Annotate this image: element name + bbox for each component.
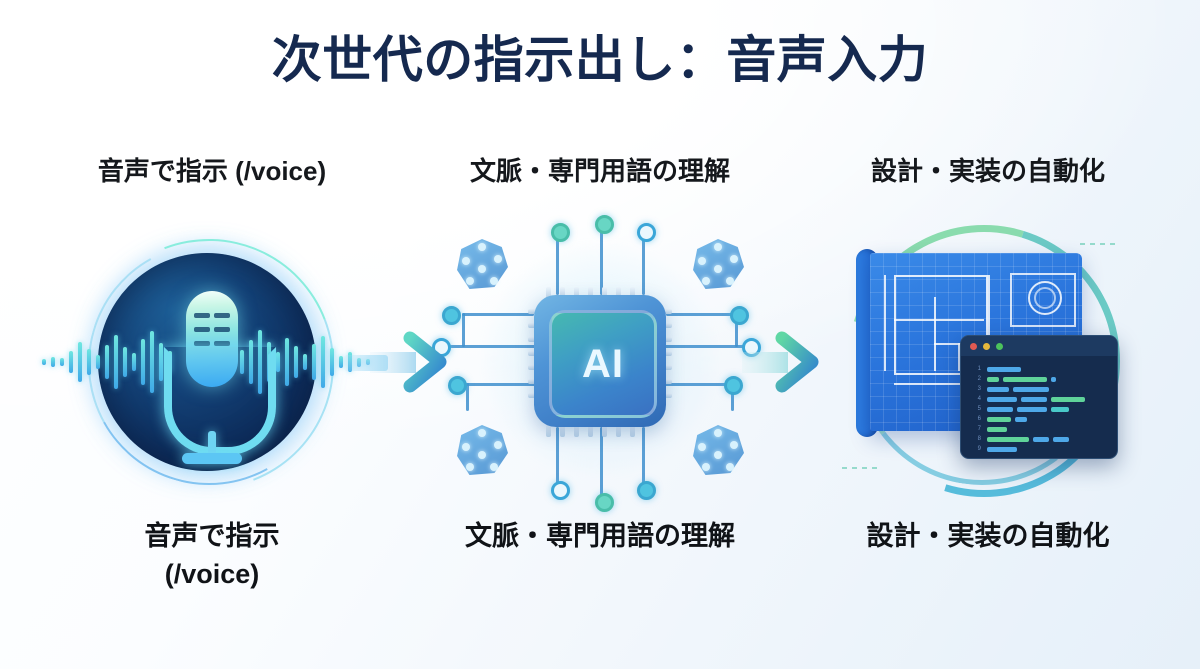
- step-ai-label: 文脈・専門用語の理解: [469, 156, 730, 186]
- step-voice: 音声で指示 (/voice): [36, 155, 388, 625]
- ai-chip-illustration: AI: [424, 215, 776, 512]
- step-voice-caption-line2: (/voice): [164, 559, 260, 590]
- microphone-stand-arc: [164, 347, 276, 455]
- neural-cluster-bottom-left: [452, 421, 512, 479]
- ai-chip-body: AI: [534, 295, 666, 427]
- step-ai-caption-line1: 文脈・専門用語の理解: [465, 521, 735, 551]
- blueprint-circle-inner: [1034, 287, 1056, 309]
- neural-cluster-top-right: [688, 235, 748, 293]
- step-voice-caption: 音声で指示 (/voice): [36, 517, 388, 594]
- floor-plan-outline: [894, 275, 988, 375]
- step-output: 設計・実装の自動化: [800, 155, 1168, 625]
- microphone-base: [182, 453, 242, 464]
- step-output-caption-line1: 設計・実装の自動化: [866, 521, 1110, 551]
- microphone-stem: [208, 431, 216, 457]
- step-ai: 文脈・専門用語の理解: [424, 155, 776, 625]
- neural-cluster-top-left: [452, 235, 512, 293]
- step-voice-label: 音声で指示 (/voice): [97, 156, 327, 186]
- ai-chip-label: AI: [582, 341, 624, 386]
- ai-chip-face: AI: [549, 310, 657, 418]
- blueprint-detail-box: [1010, 273, 1076, 327]
- step-output-caption: 設計・実装の自動化: [812, 517, 1164, 555]
- arrow-ai-to-output: [742, 326, 834, 398]
- close-icon[interactable]: [970, 342, 977, 350]
- step-output-label: 設計・実装の自動化: [870, 156, 1105, 186]
- step-ai-caption: 文脈・専門用語の理解: [424, 517, 776, 555]
- blueprint-circle-outer: [1028, 281, 1062, 315]
- step-voice-caption-line1: 音声で指示: [144, 521, 280, 551]
- waveform-left: [42, 325, 172, 399]
- arrow-voice-to-ai: [370, 326, 462, 398]
- minimize-icon[interactable]: [983, 342, 990, 350]
- neural-cluster-bottom-right: [688, 421, 748, 479]
- page-title: 次世代の指示出し：音声入力: [271, 32, 929, 88]
- maximize-icon[interactable]: [996, 342, 1003, 350]
- steps-row: 音声で指示 (/voice): [36, 155, 1168, 625]
- code-window-titlebar: [961, 336, 1117, 356]
- voice-microphone-illustration: [36, 198, 388, 530]
